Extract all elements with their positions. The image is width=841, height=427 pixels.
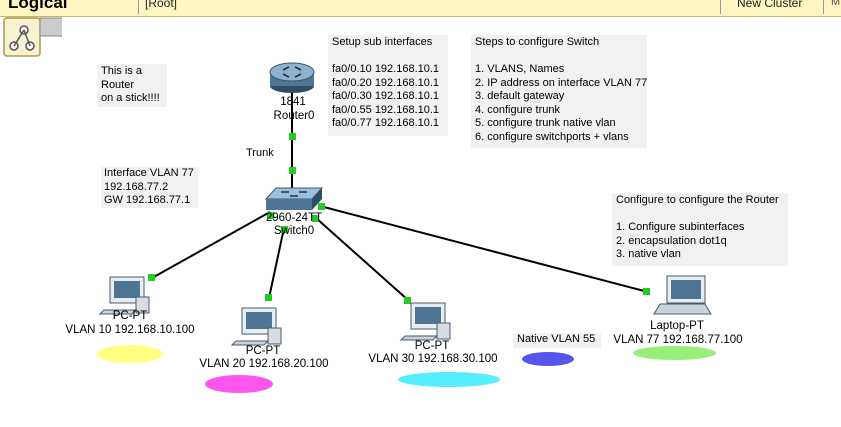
link-light — [404, 297, 411, 304]
router-name-label: Router0 — [273, 110, 315, 122]
link-light — [643, 288, 650, 295]
router-model-label: 1841 — [280, 96, 306, 108]
pc1-icon[interactable] — [98, 276, 150, 315]
pc3-vlan-label: VLAN 30 192.168.30.100 — [368, 353, 498, 365]
vlan30-area[interactable] — [398, 372, 500, 387]
switch-pc3-link[interactable] — [315, 217, 409, 301]
native-vlan-note[interactable]: Native VLAN 55 — [513, 333, 601, 348]
link-light — [267, 212, 274, 219]
trunk-note[interactable]: Trunk — [246, 147, 274, 159]
subinterfaces-note[interactable]: Setup sub interfaces fa0/0.10 192.168.10… — [328, 35, 448, 136]
topology-icon — [3, 17, 69, 57]
new-cluster-button[interactable]: New Cluster — [720, 0, 824, 14]
link-light — [281, 226, 288, 233]
laptop-vlan-label: VLAN 77 192.168.77.100 — [613, 334, 743, 346]
pc2-type-label: PC-PT — [245, 345, 281, 357]
switch-laptop-link[interactable] — [319, 205, 649, 293]
link-light — [265, 294, 272, 301]
pc2-icon[interactable] — [230, 307, 282, 346]
switch-steps-note[interactable]: Steps to configure Switch 1. VLANS, Name… — [471, 35, 647, 148]
pc3-icon[interactable] — [399, 302, 451, 341]
router-config-note[interactable]: Configure to configure the Router 1. Con… — [612, 193, 788, 266]
vlan77-area[interactable] — [633, 346, 716, 360]
root-path-button[interactable]: [Root] — [138, 0, 269, 14]
router-icon[interactable] — [269, 62, 315, 93]
switch-pc2-link[interactable] — [268, 227, 285, 299]
pc1-vlan-label: VLAN 10 192.168.10.100 — [65, 324, 195, 336]
laptop-type-label: Laptop-PT — [650, 320, 704, 332]
laptop-icon[interactable] — [653, 275, 712, 315]
vlan20-area[interactable] — [205, 375, 273, 393]
switch-name-label: Switch0 — [273, 225, 315, 237]
new-cluster-label: New Cluster — [737, 0, 803, 10]
link-light — [312, 215, 319, 222]
router-on-stick-note[interactable]: This is a Router on a stick!!!! — [97, 64, 167, 107]
switch-pc1-link[interactable] — [151, 211, 271, 279]
vlan10-area[interactable] — [97, 345, 163, 363]
link-light — [289, 167, 296, 174]
root-path-label: [Root] — [145, 0, 178, 10]
logical-view-button[interactable] — [2, 16, 69, 60]
link-light — [318, 203, 325, 210]
link-lights — [148, 133, 650, 304]
move-object-button[interactable]: M — [828, 0, 841, 14]
workspace-toolbar: Logical [Root] New Cluster M — [0, 0, 841, 17]
pc1-type-label: PC-PT — [112, 310, 148, 322]
pc2-vlan-label: VLAN 20 192.168.20.100 — [199, 358, 329, 370]
switch-icon[interactable] — [264, 187, 324, 210]
vlan55-area[interactable] — [522, 352, 574, 366]
link-light — [289, 133, 296, 140]
move-object-label: M — [831, 0, 841, 8]
network-links — [151, 84, 649, 301]
pc3-type-label: PC-PT — [414, 340, 450, 352]
link-light — [148, 274, 155, 281]
switch-model-label: 2960-24TT — [265, 212, 323, 224]
interface-vlan-note[interactable]: Interface VLAN 77 192.168.77.2 GW 192.16… — [101, 167, 198, 208]
logical-mode-label: Logical — [8, 0, 68, 12]
